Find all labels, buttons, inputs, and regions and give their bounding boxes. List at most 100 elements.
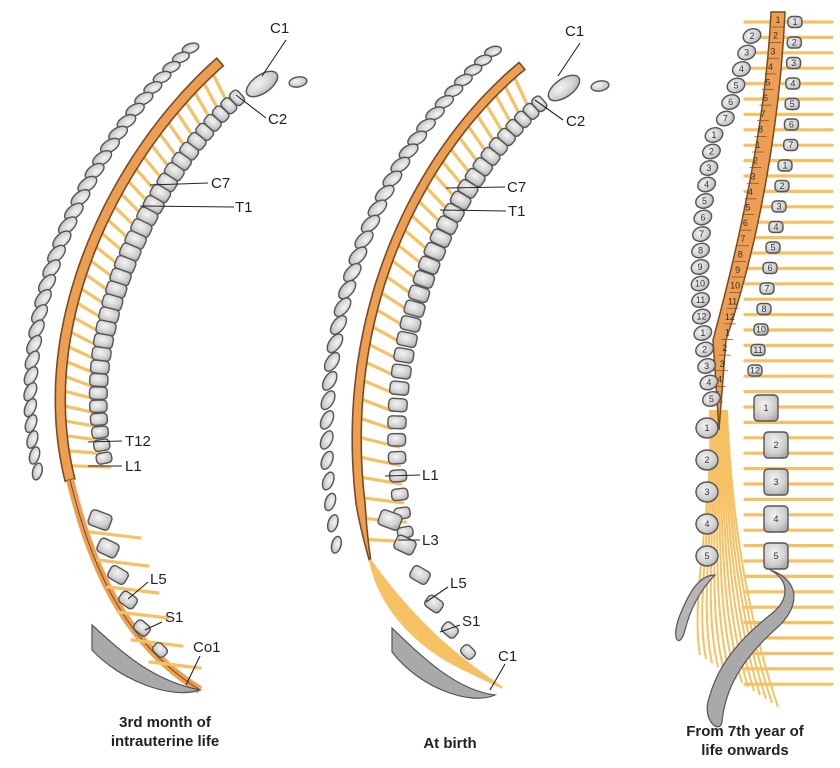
vertebral-body: [88, 386, 108, 401]
spinal-nerve: [393, 241, 425, 267]
lumbar-body-number: 4: [773, 514, 778, 524]
vertebral-arch: [342, 262, 362, 283]
label-L5-leader: [127, 581, 149, 600]
label-S1-leader: [439, 624, 461, 633]
vertebral-arch: [326, 333, 344, 354]
label-C7-leader: [149, 182, 209, 186]
vertebral-arch: [152, 70, 172, 84]
vertebral-arch-number: 3: [744, 48, 749, 58]
label-C2: C2: [566, 113, 585, 130]
spinal-nerve: [358, 377, 395, 395]
vertebral-arch-number: 7: [723, 114, 728, 124]
cauda-equina-fiber: [696, 409, 712, 656]
vertebral-arch: [108, 125, 129, 142]
sacrum: [706, 569, 795, 728]
caption-7th-year: From 7th year of life onwards: [686, 723, 804, 759]
spinal-nerve: [407, 211, 437, 239]
vertebral-body: [387, 415, 407, 430]
vertebral-arch: [34, 288, 52, 309]
vertebral-arch: [453, 73, 473, 87]
vertebral-arch-number: 6: [700, 213, 705, 223]
vertebral-arch-number: 2: [702, 345, 707, 355]
label-C7-leader: [445, 186, 506, 189]
spinal-nerve: [381, 272, 414, 297]
spinal-nerve: [356, 396, 394, 413]
lumbar-vertebral-body: [763, 468, 789, 496]
vertebral-arch-number: 11: [696, 295, 705, 305]
vertebral-body: [377, 509, 403, 531]
cord-segment-number: 6: [743, 218, 748, 228]
caption-at-birth: At birth: [423, 735, 477, 752]
vertebral-body: [396, 330, 418, 349]
vertebral-arch: [31, 462, 43, 481]
vertebral-arch: [42, 259, 61, 279]
vertebral-arch: [691, 226, 711, 242]
vertebral-arch: [348, 246, 368, 266]
label-C2-leader: [235, 94, 267, 119]
vertebral-body-number: 3: [776, 202, 781, 212]
label-T1-leader: [439, 209, 507, 212]
vertebral-arch: [162, 60, 181, 74]
label-T1-leader: [139, 205, 235, 208]
label-L5: L5: [150, 571, 167, 588]
label-T1: T1: [508, 203, 526, 220]
vertebral-arch: [319, 430, 334, 450]
vertebral-arch: [319, 410, 335, 430]
vertebral-body-number: 7: [764, 284, 769, 294]
vertebral-arch: [116, 113, 137, 130]
vertebral-arch: [99, 137, 121, 154]
label-S1: S1: [165, 609, 183, 626]
vertebral-body: [747, 364, 763, 377]
vertebral-body: [759, 282, 775, 295]
spinal-nerve: [358, 495, 405, 505]
vertebral-arch: [171, 51, 191, 64]
lumbar-arch: [695, 449, 719, 471]
vertebral-arch: [84, 162, 105, 180]
vertebral-body-number: 6: [789, 120, 794, 130]
vertebral-body: [412, 269, 436, 289]
vertebral-arch-number: 4: [704, 180, 709, 190]
spinal-cord: [712, 11, 786, 431]
spinal-nerve: [88, 530, 142, 540]
vertebral-arch: [737, 44, 757, 61]
vertebral-arch: [329, 315, 348, 335]
vertebral-arch: [701, 391, 721, 407]
vertebral-arch: [330, 535, 343, 554]
label-C2-leader: [534, 99, 564, 121]
vertebral-arch: [26, 334, 43, 355]
vertebral-arch: [28, 446, 41, 465]
label-T12: T12: [125, 433, 151, 450]
label-L5: L5: [450, 575, 467, 592]
lumbar-arch-number: 4: [704, 519, 709, 529]
vertebral-arch: [473, 54, 493, 67]
cord-segment-number: 5: [765, 78, 770, 88]
cord-segment-number: 8: [758, 124, 763, 134]
spinal-nerve: [455, 132, 480, 165]
label-Co1-leader: [185, 655, 201, 686]
vertebral-arch: [23, 366, 39, 386]
cord-segment-number: 1: [725, 328, 730, 338]
lumbar-vertebral-body: [763, 431, 789, 459]
vertebral-arch: [338, 279, 357, 300]
vertebral-arch: [704, 127, 724, 143]
vertebral-body: [423, 241, 447, 262]
lumbar-vertebral-body: [753, 394, 779, 422]
lumbar-vertebral-body: [763, 505, 789, 533]
vertebral-body: [389, 380, 410, 396]
vertebral-body: [390, 487, 409, 502]
vertebral-body: [387, 432, 407, 447]
label-C1-leader: [557, 42, 581, 77]
cauda-equina-fiber: [369, 559, 503, 689]
cord-segment-number: 4: [748, 187, 753, 197]
vertebral-body-number: 11: [753, 345, 762, 355]
cord-segment-number: 3: [720, 359, 725, 369]
vertebral-body: [407, 284, 431, 304]
vertebral-arch: [24, 414, 38, 434]
label-Co1: Co1: [193, 639, 221, 656]
lumbar-body-number: 5: [773, 551, 778, 561]
label-L3: L3: [422, 532, 439, 549]
spinal-nerve: [446, 144, 472, 176]
vertebral-arch: [320, 450, 334, 471]
axis-bone: [547, 74, 581, 102]
